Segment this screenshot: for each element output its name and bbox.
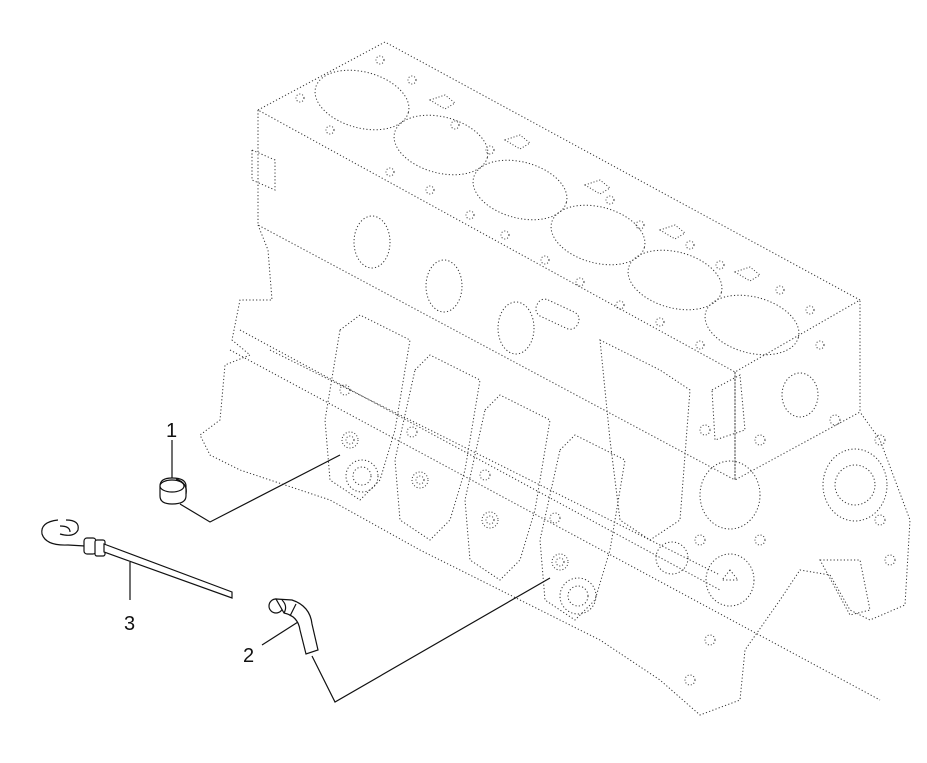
oil-gallery-line (239, 329, 721, 591)
cylinder-bores (314, 69, 800, 356)
plug-part (159, 477, 187, 505)
side-core-plugs (353, 215, 580, 355)
engine-block (199, 41, 911, 716)
dipstick-part (41, 519, 233, 599)
bearing-bolts (339, 384, 569, 571)
plug-boss (345, 459, 379, 493)
cylinder-head-deck (256, 41, 862, 373)
leader-1-to-block (179, 454, 341, 523)
callout-3: 3 (124, 613, 135, 635)
leader-2-to-block (311, 577, 551, 703)
oil-gallery-line-2 (269, 349, 721, 576)
dipstick-boss (559, 577, 597, 615)
leader-2 (261, 621, 299, 646)
block-upper-side (257, 110, 736, 481)
pan-rail (229, 349, 881, 701)
front-end (599, 339, 896, 686)
callout-1: 1 (166, 420, 177, 442)
callout-2: 2 (243, 645, 254, 667)
deck-holes (295, 55, 825, 350)
bearing-webs (324, 314, 626, 621)
crankcase-outline (199, 224, 911, 716)
block-tab (251, 149, 276, 191)
dipstick-tube-part (268, 598, 319, 655)
block-front-top (734, 300, 861, 481)
